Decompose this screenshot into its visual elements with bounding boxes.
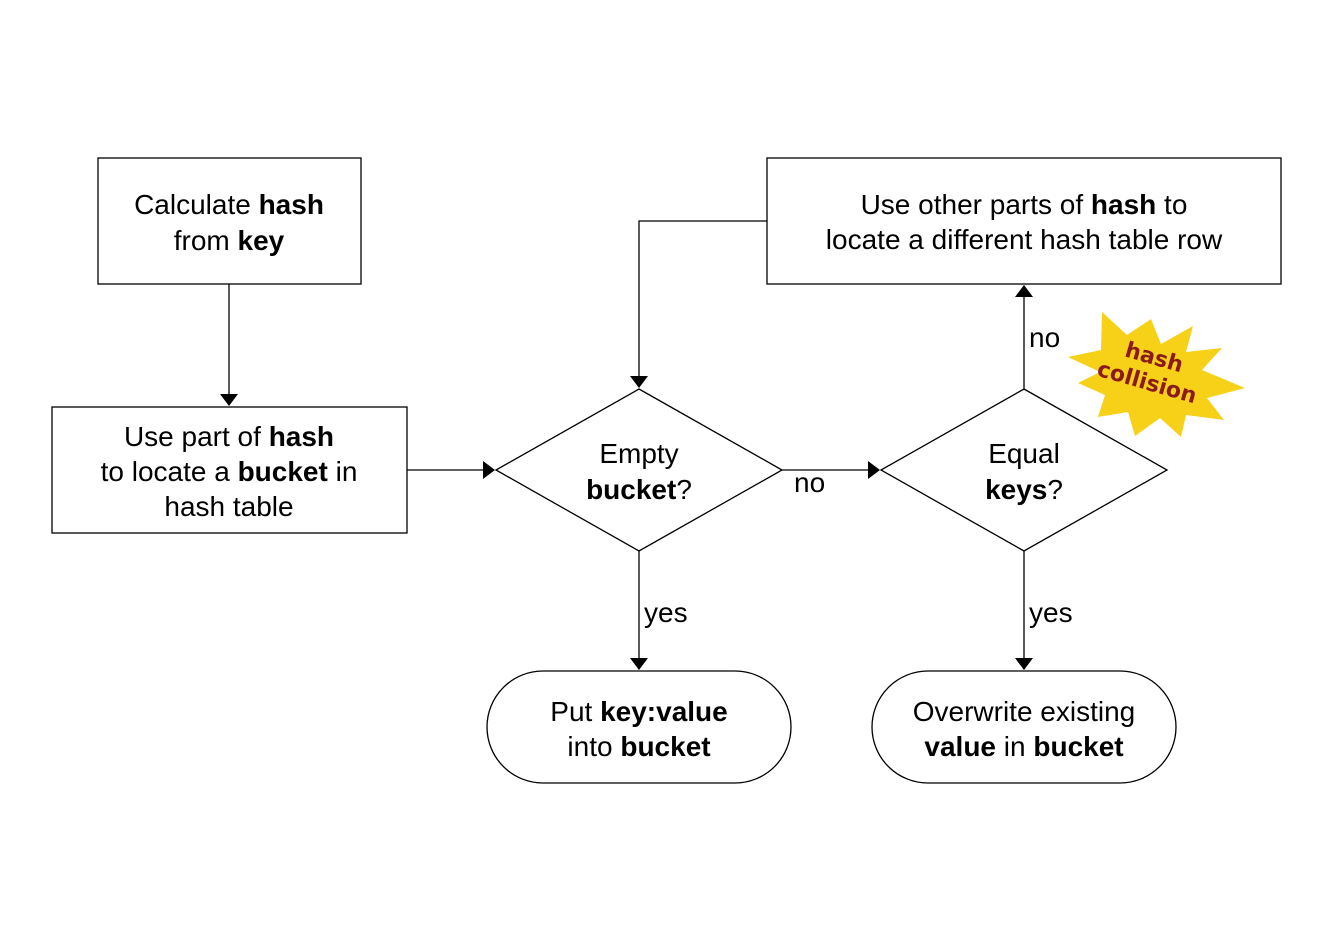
equal-keys-decision: Equal keys? (879, 388, 1169, 552)
calculate-hash-line2: from key (174, 225, 285, 256)
other-parts-line1: Use other parts of hash to (861, 189, 1188, 220)
put-kv-line1: Put key:value (550, 696, 727, 727)
edge-label-empty-yes: yes (644, 597, 688, 628)
overwrite-line2: value in bucket (924, 731, 1123, 762)
locate-bucket-line2: to locate a bucket in (101, 456, 358, 487)
put-kv-line2: into bucket (567, 731, 710, 762)
overwrite-line1: Overwrite existing (913, 696, 1136, 727)
put-key-value-terminal: Put key:value into bucket (486, 670, 792, 784)
empty-bucket-line1: Empty (599, 438, 678, 469)
locate-bucket-box: Use part of hash to locate a bucket in h… (51, 406, 408, 534)
equal-keys-line1: Equal (988, 438, 1060, 469)
empty-bucket-decision: Empty bucket? (494, 388, 784, 552)
empty-bucket-line2: bucket? (586, 474, 692, 505)
edge-label-empty-no: no (794, 467, 825, 498)
other-parts-box: Use other parts of hash to locate a diff… (766, 157, 1282, 285)
arrow-other-to-empty (630, 220, 767, 388)
calculate-hash-line1: Calculate hash (134, 189, 324, 220)
edge-label-keys-no: no (1029, 322, 1060, 353)
collision-burst-shape (1068, 312, 1245, 437)
locate-bucket-line1: Use part of hash (124, 421, 334, 452)
edge-label-keys-yes: yes (1029, 597, 1073, 628)
equal-keys-line2: keys? (985, 474, 1063, 505)
other-parts-line2: locate a different hash table row (826, 224, 1223, 255)
overwrite-value-terminal: Overwrite existing value in bucket (871, 670, 1177, 784)
calculate-hash-box: Calculate hash from key (97, 157, 362, 285)
locate-bucket-line3: hash table (164, 491, 293, 522)
hash-collision-callout: hash collision (1068, 312, 1245, 437)
